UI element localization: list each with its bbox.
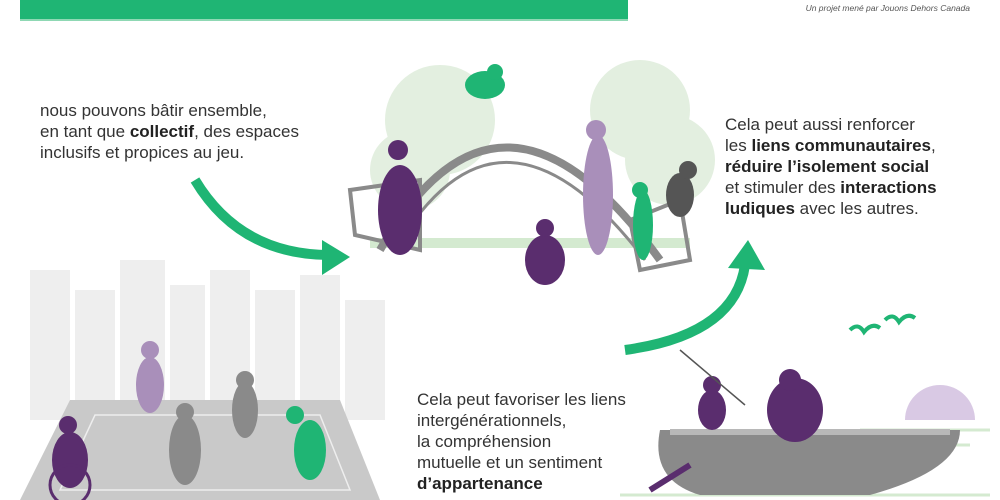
title-banner	[20, 0, 628, 21]
text-bold: réduire l’isolement social	[725, 157, 930, 176]
text-line: Cela peut aussi renforcer	[725, 115, 915, 134]
people	[48, 64, 697, 500]
sun	[905, 385, 975, 420]
credit-text: Un projet mené par Jouons Dehors Canada	[805, 3, 970, 13]
text: avec les autres.	[794, 199, 919, 218]
text-line: mutuelle et un sentiment	[417, 453, 603, 472]
text-bold: liens communautaires	[751, 136, 931, 155]
bird-icon	[848, 323, 882, 336]
arrow-icon	[190, 177, 331, 260]
text-bold: ludiques	[725, 199, 795, 218]
text-bold: collectif	[129, 122, 195, 141]
text-line: Cela peut favoriser les liens	[417, 390, 626, 409]
text: ,	[930, 136, 936, 155]
text-block-belonging: Cela peut favoriser les liens intergénér…	[417, 389, 626, 494]
trees	[370, 60, 715, 210]
text-line: inclusifs et propices au jeu.	[40, 143, 245, 162]
text-bold: interactions	[840, 178, 937, 197]
text-bold: d’appartenance	[417, 474, 543, 493]
bird-icon	[883, 313, 917, 326]
text: , des espaces	[194, 122, 299, 141]
text-line: d’appartenance	[417, 473, 626, 494]
text-line: réduire l’isolement social	[725, 156, 937, 177]
text-line: en tant que collectif, des espaces	[40, 121, 299, 142]
text-line: intergénérationnels,	[417, 411, 567, 430]
city-skyline	[30, 260, 385, 420]
arrow-icon	[624, 264, 750, 355]
text: en tant que	[40, 122, 130, 141]
text-line: nous pouvons bâtir ensemble,	[40, 101, 267, 120]
text: et stimuler des	[725, 178, 841, 197]
text: les	[725, 136, 752, 155]
text-line: et stimuler des interactions	[725, 177, 937, 198]
text-block-collective: nous pouvons bâtir ensemble, en tant que…	[40, 100, 299, 163]
text-line: les liens communautaires,	[725, 135, 937, 156]
boat	[658, 430, 960, 495]
text-line: ludiques avec les autres.	[725, 198, 937, 219]
text-line: la compréhension	[417, 432, 552, 451]
text-block-community: Cela peut aussi renforcer les liens comm…	[725, 114, 937, 219]
